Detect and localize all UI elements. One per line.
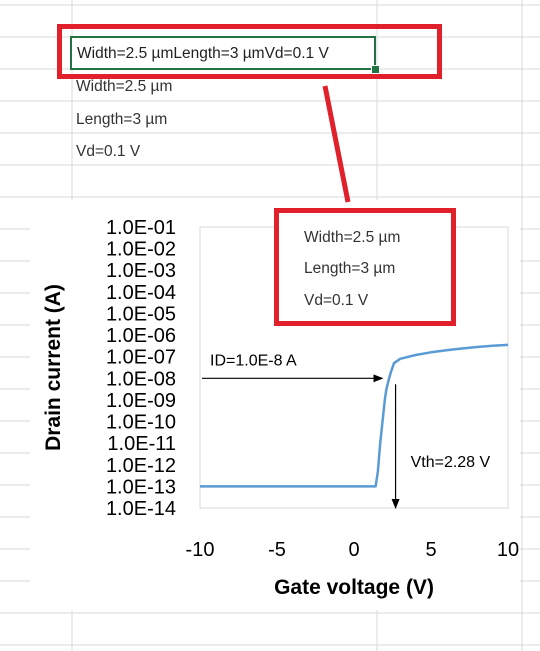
y-tick-label: 1.0E-08 [106,368,176,390]
series-line[interactable] [200,343,509,488]
selected-cell-text: Width=2.5 µmLength=3 µmVd=0.1 V [77,45,329,62]
y-tick-label: 1.0E-06 [106,325,176,347]
y-tick-label: 1.0E-13 [106,476,176,498]
selected-cell[interactable]: Width=2.5 µmLength=3 µmVd=0.1 V [70,36,376,70]
vth-annotation-label: Vth=2.28 V [411,454,491,471]
y-tick-label: 1.0E-09 [106,390,176,412]
fill-handle[interactable] [371,65,380,74]
cell-length[interactable]: Length=3 µm [76,111,168,128]
id-annotation-label: ID=1.0E-8 A [210,352,297,369]
callout-line-vd: Vd=0.1 V [304,292,369,309]
y-tick-label: 1.0E-10 [106,412,176,434]
callout-line-width: Width=2.5 µm [304,229,401,246]
x-tick-label: 5 [425,539,436,561]
y-tick-label: 1.0E-03 [106,260,176,282]
y-tick-label: 1.0E-07 [106,347,176,369]
y-tick-label: 1.0E-01 [106,217,176,239]
cell-width[interactable]: Width=2.5 µm [76,78,173,95]
x-tick-label: -10 [186,539,215,561]
y-tick-label: 1.0E-14 [106,498,176,520]
y-axis-title: Drain current (A) [42,284,65,451]
callout-connector-line [322,85,351,203]
cell-vd[interactable]: Vd=0.1 V [76,143,141,160]
chart-plot[interactable]: 1.0E-011.0E-021.0E-031.0E-041.0E-051.0E-… [30,200,520,610]
y-tick-label: 1.0E-02 [106,239,176,261]
x-tick-label: 0 [348,539,359,561]
chart-callout-box[interactable]: Width=2.5 µm Length=3 µm Vd=0.1 V [274,208,456,326]
x-tick-label: -5 [268,539,286,561]
x-axis-title: Gate voltage (V) [274,576,434,599]
y-tick-label: 1.0E-05 [106,303,176,325]
callout-line-length: Length=3 µm [304,260,396,277]
callout-frame-top [57,24,442,79]
x-tick-label: 10 [497,539,519,561]
y-tick-label: 1.0E-04 [106,282,176,304]
y-tick-label: 1.0E-11 [107,433,176,455]
y-tick-label: 1.0E-12 [106,455,176,477]
